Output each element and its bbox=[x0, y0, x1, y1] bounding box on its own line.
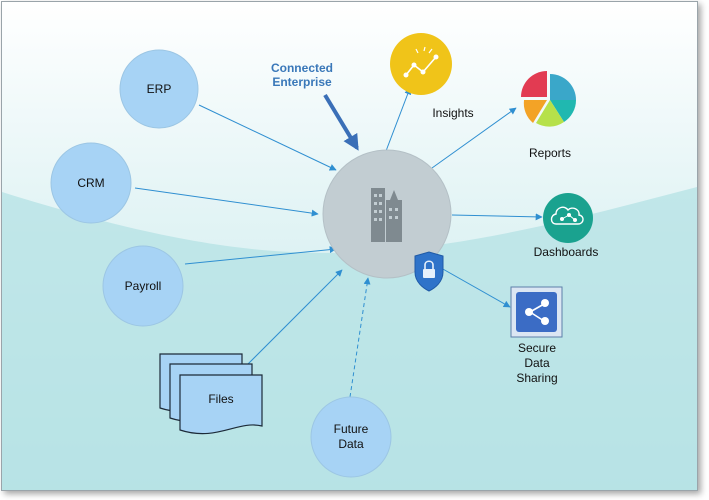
arrow-hub-to-insights bbox=[385, 87, 412, 152]
cloud-network-icon bbox=[550, 206, 584, 225]
shield-lock-icon bbox=[414, 251, 444, 292]
share-icon bbox=[525, 299, 549, 325]
source-node-payroll: Payroll bbox=[102, 245, 184, 327]
incoming-arrows bbox=[134, 104, 371, 398]
pie-chart-icon bbox=[521, 71, 577, 127]
output-node-insights: Insights bbox=[390, 33, 474, 120]
hub-node bbox=[322, 149, 452, 292]
connected-enterprise-diagram: Connected Enterprise ERP CRM Payroll Fut… bbox=[2, 2, 697, 490]
line-chart-icon bbox=[403, 46, 439, 78]
arrow-hub-to-reports bbox=[431, 107, 517, 169]
output-label-dashboards: Dashboards bbox=[534, 245, 599, 259]
arrow-files-to-hub bbox=[247, 269, 343, 365]
output-label-reports: Reports bbox=[529, 146, 571, 160]
title-pointer-arrow bbox=[323, 93, 359, 151]
building-icon bbox=[371, 188, 402, 242]
arrow-crm-to-hub bbox=[134, 187, 319, 217]
output-label-insights: Insights bbox=[432, 106, 473, 120]
diagram-title-line2: Enterprise bbox=[272, 75, 332, 89]
source-node-crm: CRM bbox=[50, 142, 132, 224]
outgoing-arrows bbox=[385, 87, 543, 308]
files-document-icon bbox=[179, 374, 263, 435]
arrow-future-to-hub bbox=[349, 277, 371, 398]
source-node-future-data: Future Data bbox=[310, 396, 392, 478]
source-node-erp: ERP bbox=[119, 49, 199, 129]
source-node-files: Files bbox=[159, 353, 263, 435]
arrow-payroll-to-hub bbox=[184, 246, 337, 265]
diagram-title-line1: Connected bbox=[271, 61, 333, 75]
output-node-reports: Reports bbox=[521, 71, 577, 160]
arrow-erp-to-hub bbox=[198, 104, 337, 171]
source-label-crm: CRM bbox=[77, 176, 104, 190]
output-node-dashboards: Dashboards bbox=[534, 193, 599, 259]
output-label-secure-line3: Sharing bbox=[516, 371, 557, 385]
source-label-future-line1: Future bbox=[334, 422, 369, 436]
output-node-secure-sharing: Secure Data Sharing bbox=[510, 286, 563, 385]
source-label-files: Files bbox=[208, 392, 233, 406]
source-label-future-line2: Data bbox=[338, 437, 364, 451]
output-label-secure-line1: Secure bbox=[518, 341, 556, 355]
arrow-hub-to-secure-sharing bbox=[433, 263, 511, 308]
source-label-payroll: Payroll bbox=[125, 279, 162, 293]
arrow-hub-to-dashboards bbox=[451, 213, 543, 221]
source-label-erp: ERP bbox=[147, 82, 172, 96]
output-label-secure-line2: Data bbox=[524, 356, 550, 370]
diagram-frame: Connected Enterprise ERP CRM Payroll Fut… bbox=[1, 1, 698, 491]
